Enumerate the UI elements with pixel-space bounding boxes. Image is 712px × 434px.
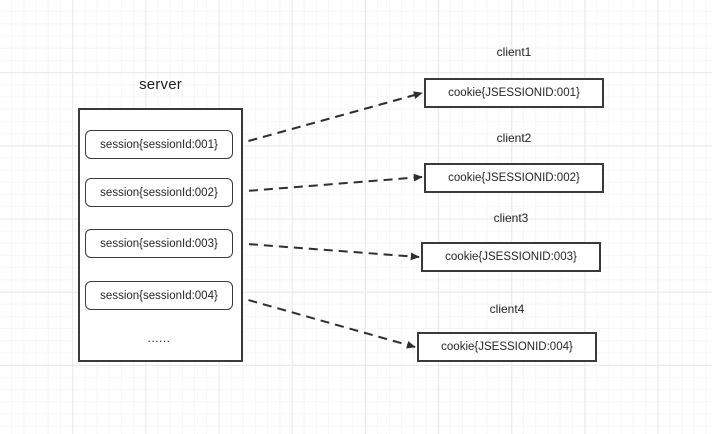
- cookie-box-003[interactable]: cookie{JSESSIONID:003}: [421, 242, 601, 272]
- client-label-1: client1: [496, 45, 532, 59]
- connector-session2-client2: [233, 173, 423, 193]
- cookie-box-002[interactable]: cookie{JSESSIONID:002}: [424, 163, 604, 193]
- server-title: server: [139, 76, 182, 93]
- session-box-003[interactable]: session{sessionId:003}: [85, 229, 233, 258]
- session-box-004[interactable]: session{sessionId:004}: [85, 281, 233, 310]
- connector-session4-client4: [233, 295, 416, 349]
- cookie-box-001[interactable]: cookie{JSESSIONID:001}: [424, 78, 604, 108]
- session-list-ellipsis: ......: [147, 331, 171, 345]
- session-box-001[interactable]: session{sessionId:001}: [85, 130, 233, 159]
- client-label-2: client2: [496, 131, 532, 145]
- connector-session1-client1: [233, 91, 423, 146]
- connector-session3-client3: [233, 242, 420, 261]
- client-label-4: client4: [489, 302, 525, 316]
- session-box-002[interactable]: session{sessionId:002}: [85, 178, 233, 207]
- client-label-3: client3: [493, 211, 529, 225]
- cookie-box-004[interactable]: cookie{JSESSIONID:004}: [417, 332, 597, 362]
